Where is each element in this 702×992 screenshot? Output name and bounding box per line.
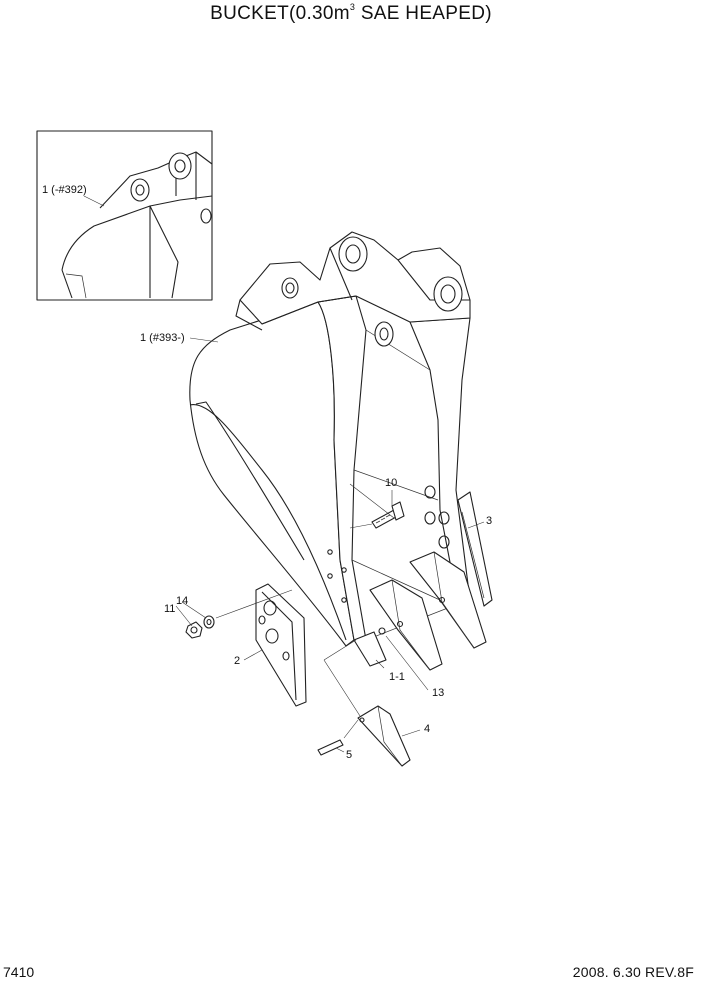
callout-lock-washer: 13 xyxy=(432,687,444,699)
bolt-part xyxy=(371,501,405,529)
callout-side-cutter: 2 xyxy=(234,655,240,667)
bucket-side-plate-left xyxy=(317,295,367,641)
callout-side-protector: 3 xyxy=(486,515,492,527)
right-cutter-holes xyxy=(424,485,450,549)
inset-pin-boss-2 xyxy=(130,178,150,202)
pin-boss-front xyxy=(338,236,368,272)
callout-inset-bucket: 1 (-#392) xyxy=(42,184,87,196)
revision-date: 2008. 6.30 REV.8F xyxy=(572,964,694,980)
pin-boss-rear xyxy=(433,276,463,312)
callout-bolt: 10 xyxy=(385,477,397,489)
callout-main-bucket: 1 (#393-) xyxy=(140,332,185,344)
callout-tooth-point: 4 xyxy=(424,723,430,735)
lock-washer xyxy=(378,627,386,635)
inset-detail: 1 (-#392) xyxy=(36,130,213,301)
callout-leaders xyxy=(175,337,485,753)
adapter-1 xyxy=(353,631,387,667)
inset-pin-boss-1 xyxy=(168,152,192,180)
bucket-shell xyxy=(189,301,355,647)
title-superscript: 3 xyxy=(349,2,356,12)
tooth-point xyxy=(357,705,411,767)
callout-nut: 11 xyxy=(164,603,175,615)
washer-part xyxy=(203,615,215,629)
link-boss-right xyxy=(374,321,394,347)
link-boss-left xyxy=(281,277,299,299)
inset-bucket-shell xyxy=(61,205,151,298)
page-number: 7410 xyxy=(3,964,35,980)
adapter-teeth xyxy=(353,551,487,671)
side-cutter xyxy=(255,583,307,707)
title-prefix: BUCKET(0.30m xyxy=(210,3,350,24)
inset-pin-boss-3 xyxy=(200,208,212,224)
callout-tooth-pin: 5 xyxy=(346,749,352,761)
callout-adapter: 1-1 xyxy=(389,671,405,683)
title-suffix: SAE HEAPED) xyxy=(355,3,492,24)
left-cutter-holes xyxy=(327,549,347,603)
callout-washer: 14 xyxy=(176,595,188,607)
nut-part xyxy=(185,621,203,639)
inset-bucket-side xyxy=(149,205,179,299)
side-protector xyxy=(457,491,493,607)
inset-frame xyxy=(36,130,213,301)
assembly-lines xyxy=(215,483,395,739)
inset-boss-plate xyxy=(99,151,213,209)
bucket-main xyxy=(189,231,493,671)
tooth-pin xyxy=(317,739,344,756)
page-title: BUCKET(0.30m3 SAE HEAPED) xyxy=(0,2,702,25)
